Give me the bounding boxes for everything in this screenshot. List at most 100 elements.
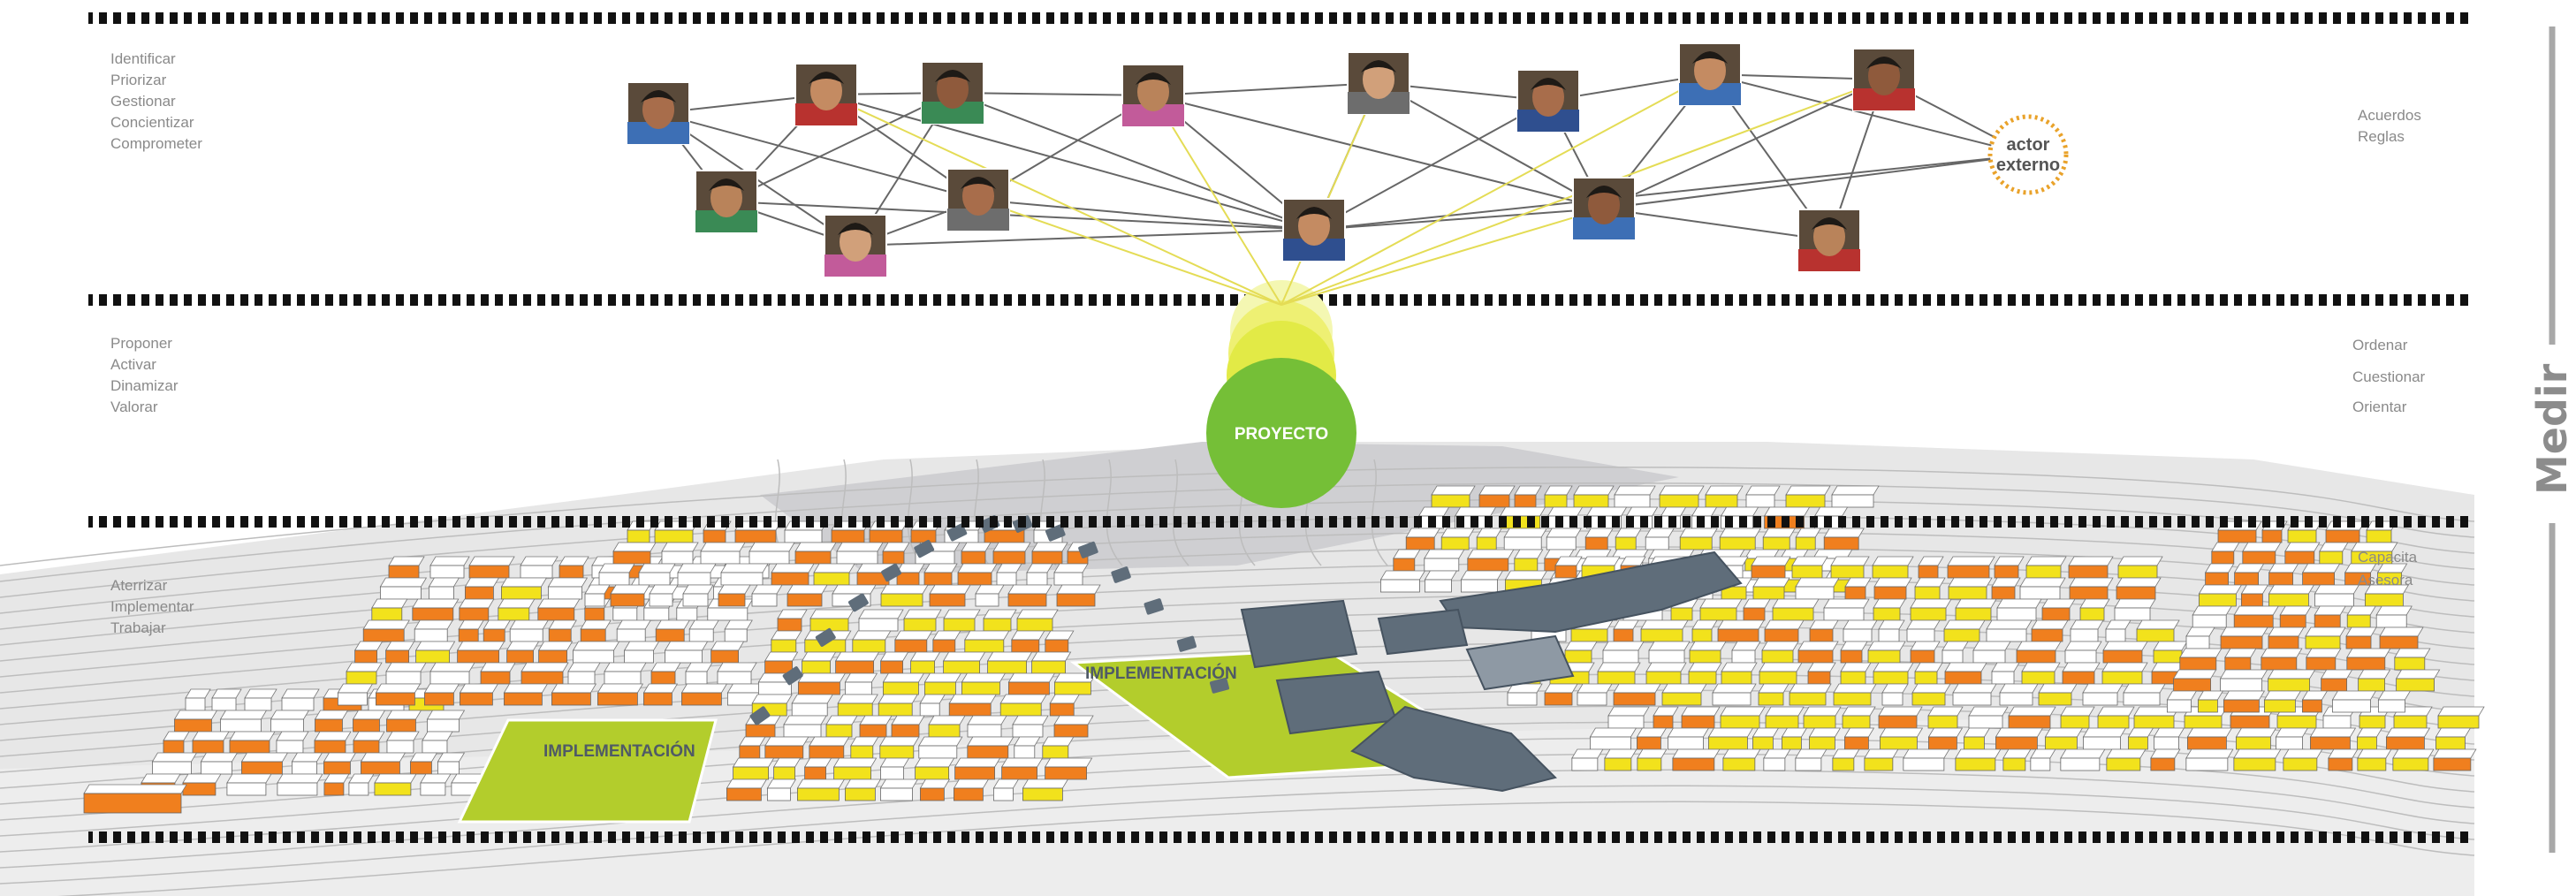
verb: Priorizar xyxy=(110,72,167,88)
verb: Valorar xyxy=(110,399,158,415)
building-block xyxy=(764,651,799,674)
building-block xyxy=(500,577,548,600)
building-block xyxy=(375,683,422,706)
building-block xyxy=(858,609,904,632)
building-block xyxy=(1030,651,1072,674)
building-block xyxy=(505,641,540,664)
building-block xyxy=(797,672,847,695)
building-block xyxy=(879,778,919,801)
building-block xyxy=(2019,577,2066,600)
portrait-node xyxy=(1572,177,1636,240)
building-block xyxy=(664,641,709,664)
arc-dot xyxy=(881,563,901,582)
building-block xyxy=(929,584,971,607)
building-block xyxy=(2357,748,2392,771)
arc-dot xyxy=(1209,677,1230,694)
building-block xyxy=(1955,748,2002,771)
building-block xyxy=(423,683,460,706)
building-block xyxy=(1764,619,1805,642)
building-block xyxy=(2021,662,2061,685)
building-block xyxy=(379,577,428,600)
building-block xyxy=(2344,563,2377,586)
building-block xyxy=(182,773,222,796)
building-block xyxy=(1440,528,1475,551)
external-actor-line-1: actor xyxy=(2007,135,2050,155)
building-block xyxy=(1791,556,1828,579)
top-right-verbs: Acuerdos Reglas xyxy=(2358,107,2421,145)
building-block xyxy=(1720,706,1766,729)
building-block xyxy=(879,651,909,674)
building-block xyxy=(2268,626,2305,649)
portrait-node xyxy=(1852,48,1916,111)
building-block xyxy=(2220,626,2268,649)
building-block xyxy=(459,598,495,621)
building-block xyxy=(992,778,1020,801)
building-block xyxy=(414,619,453,642)
building-block xyxy=(521,662,569,685)
building-block xyxy=(1012,715,1049,738)
building-block xyxy=(1049,694,1080,717)
verb: Concientizar xyxy=(110,114,194,131)
building-block xyxy=(388,556,425,579)
building-block xyxy=(2031,619,2069,642)
building-block xyxy=(2385,727,2431,750)
building-block xyxy=(1843,619,1878,642)
building-block xyxy=(2136,619,2180,642)
building-block xyxy=(1597,662,1641,685)
building-block xyxy=(429,662,475,685)
building-block xyxy=(1424,570,1458,593)
building-block xyxy=(219,710,268,733)
building-block xyxy=(2172,669,2217,692)
building-block xyxy=(1807,662,1836,685)
building-block xyxy=(717,662,757,685)
building-block xyxy=(1007,584,1052,607)
building-block xyxy=(1809,619,1839,642)
building-block xyxy=(1972,641,2011,664)
building-block xyxy=(923,563,958,586)
building-block xyxy=(503,683,549,706)
building-block xyxy=(1879,727,1924,750)
building-block xyxy=(1914,577,1946,600)
building-block xyxy=(878,694,918,717)
building-block xyxy=(2395,669,2441,692)
building-block xyxy=(928,715,966,738)
building-block xyxy=(509,619,549,642)
building-block xyxy=(348,773,375,796)
building-block xyxy=(2394,648,2431,671)
building-block xyxy=(2235,727,2277,750)
building-block xyxy=(882,672,925,695)
building-block xyxy=(2279,605,2312,628)
building-block xyxy=(766,778,797,801)
middle-right-verbs: Ordenar Cuestionar Orientar xyxy=(2352,337,2426,415)
portrait-node xyxy=(1121,64,1185,127)
building-block xyxy=(813,563,855,586)
building-block xyxy=(680,683,728,706)
building-block xyxy=(464,577,500,600)
arc-dot xyxy=(847,593,869,612)
building-block xyxy=(801,651,837,674)
measure-axis: Medir xyxy=(2528,27,2576,853)
building-block xyxy=(2283,748,2323,771)
building-block xyxy=(1952,683,1997,706)
building-block xyxy=(1636,727,1668,750)
building-block xyxy=(2060,706,2095,729)
building-block xyxy=(2375,605,2413,628)
building-block xyxy=(2305,626,2346,649)
building-block xyxy=(520,556,559,579)
building-block xyxy=(1761,641,1799,664)
building-block xyxy=(291,752,323,775)
building-block xyxy=(612,542,657,565)
building-block xyxy=(1918,556,1944,579)
building-block xyxy=(2198,584,2243,607)
building-block xyxy=(764,736,809,759)
verb: Capacita xyxy=(2358,549,2418,566)
building-block xyxy=(844,778,882,801)
building-block xyxy=(1944,662,1987,685)
building-block xyxy=(1707,727,1754,750)
building-block xyxy=(1758,683,1790,706)
building-block xyxy=(1424,549,1465,572)
building-block xyxy=(2123,683,2166,706)
building-block xyxy=(314,731,352,754)
building-block xyxy=(1914,662,1943,685)
verb: Ordenar xyxy=(2352,337,2408,353)
